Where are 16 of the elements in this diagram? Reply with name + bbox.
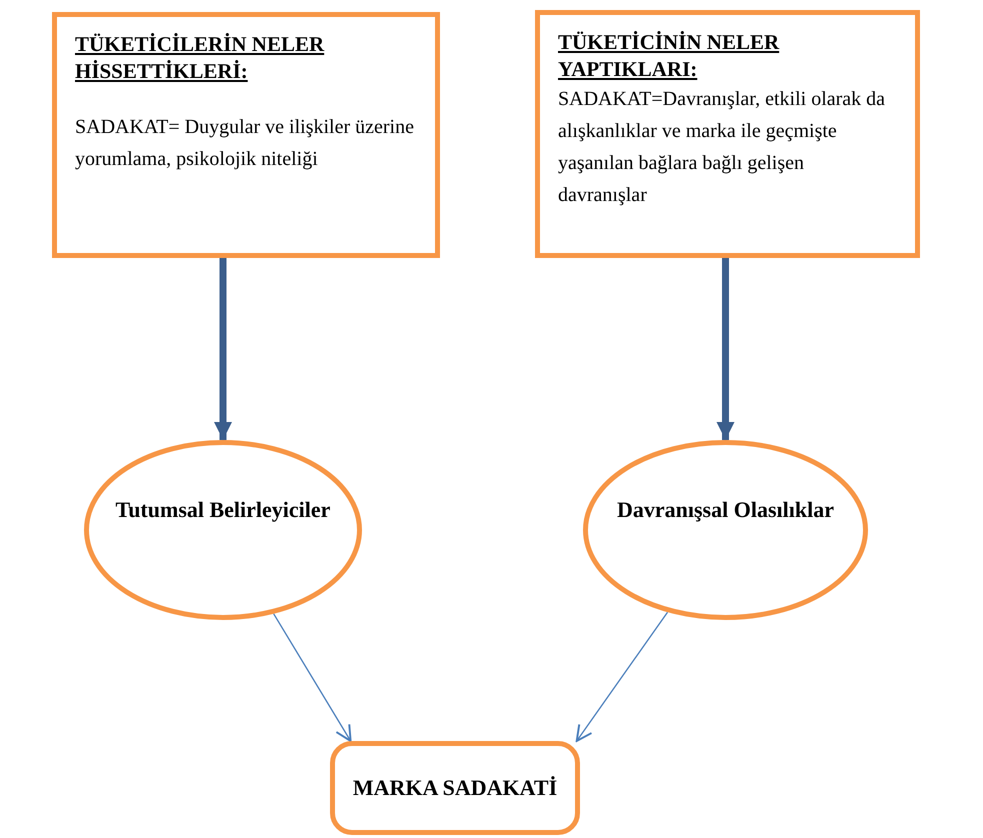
description: SADAKAT=Davranışlar, etkili olarak da alışkanlıklar ve marka ile geçmişte yaşanılan bağlara bağlı gelişen davranışlar	[558, 87, 886, 208]
arrow	[273, 613, 352, 742]
description: SADAKAT= Duygular ve ilişkiler üzerine yorumlama, psikolojik niteliği	[75, 115, 415, 172]
node-label: Tutumsal Belirleyiciler	[116, 496, 330, 524]
arrow	[716, 258, 734, 440]
arrow	[576, 612, 668, 742]
text-box	[52, 12, 440, 258]
heading: TÜKETİCİLERİN NELER HİSSETTİKLERİ:	[75, 31, 326, 85]
ellipse-node	[583, 440, 868, 620]
node-label: Davranışsal Olasılıklar	[617, 496, 834, 524]
arrow	[214, 258, 232, 440]
heading: TÜKETİCİNİN NELER YAPTIKLARI:	[558, 29, 780, 83]
rounded-box	[330, 741, 580, 835]
text-box	[535, 10, 920, 258]
node-label: MARKA SADAKATİ	[352, 774, 558, 802]
ellipse-node	[84, 440, 362, 620]
